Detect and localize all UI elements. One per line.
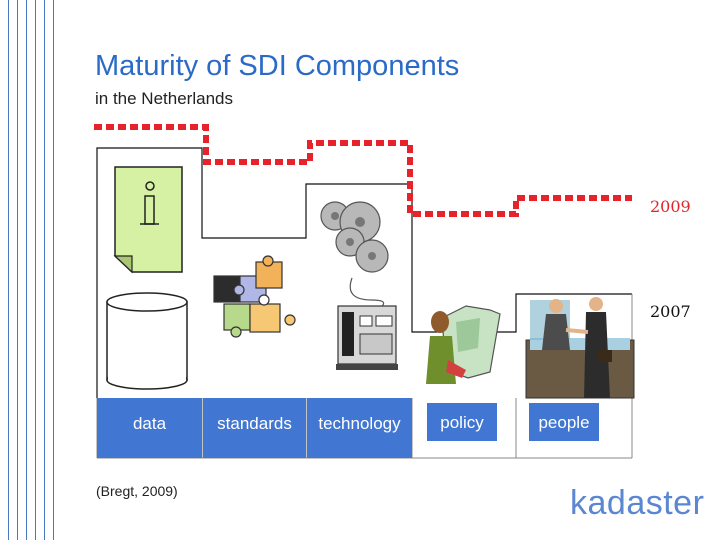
component-label-standards: standards (203, 398, 306, 458)
maturity-2007-step-line (96, 147, 632, 398)
gears-computer-icon (320, 201, 398, 370)
kadaster-logo: kadaster (570, 484, 705, 522)
component-label-policy: policy (427, 403, 497, 441)
maturity-2009-dotted-line (94, 124, 632, 217)
page-subtitle: in the Netherlands (95, 89, 233, 108)
map-person-icon (426, 305, 501, 384)
puzzle-pieces-icon (213, 255, 296, 338)
component-label-people: people (529, 403, 599, 441)
decorative-vertical-lines (0, 0, 60, 540)
handshake-people-icon (525, 297, 635, 399)
info-document-icon (113, 166, 183, 274)
source-citation: (Bregt, 2009) (96, 483, 178, 499)
component-label-data: data (97, 398, 202, 458)
page-title: Maturity of SDI Components (95, 50, 460, 82)
database-cylinder-icon (106, 292, 188, 390)
year-label-2009: 2009 (650, 197, 691, 216)
year-label-2007: 2007 (650, 302, 691, 321)
component-label-technology: technology (307, 398, 412, 458)
